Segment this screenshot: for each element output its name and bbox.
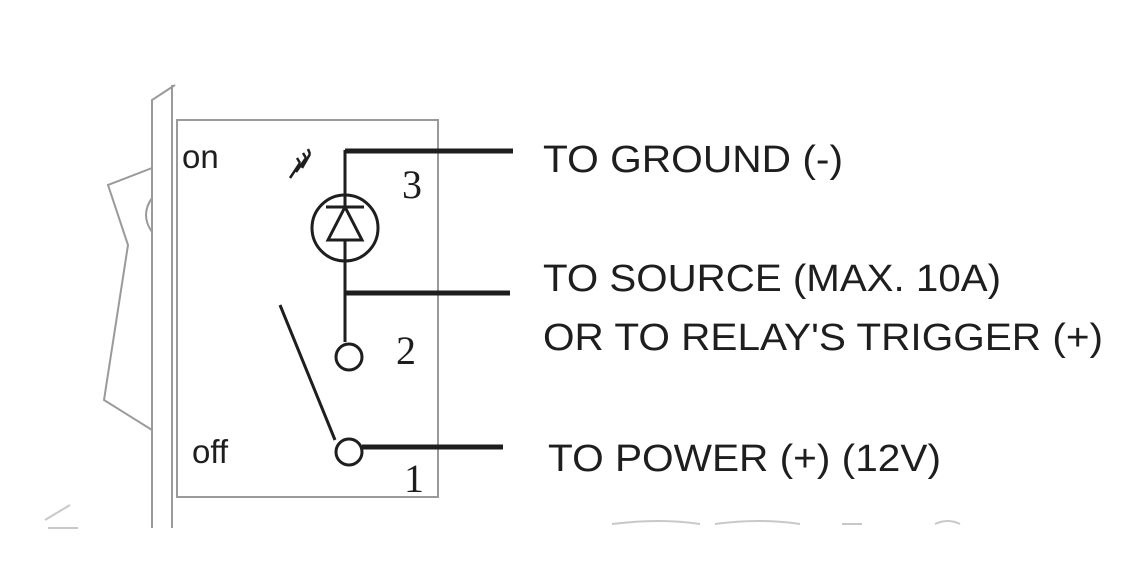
source-connection-label: TO SOURCE (MAX. 10A) bbox=[543, 258, 1001, 300]
power-connection-label: TO POWER (+) (12V) bbox=[548, 438, 941, 480]
terminal-2-icon bbox=[334, 342, 364, 372]
artifact-mark-3 bbox=[611, 520, 701, 525]
artifact-mark-6 bbox=[934, 520, 961, 525]
artifact-mark-4 bbox=[714, 520, 801, 525]
pin-1-number: 1 bbox=[404, 456, 424, 501]
housing-left-edge bbox=[151, 84, 176, 528]
rocker-profile bbox=[102, 167, 153, 431]
switch-lever bbox=[278, 304, 337, 441]
external-leads bbox=[345, 148, 513, 450]
terminal-1-icon bbox=[334, 437, 364, 467]
off-label: off bbox=[192, 433, 229, 470]
rocker-detent bbox=[145, 197, 153, 233]
light-rays-icon bbox=[288, 148, 312, 179]
pin-3-number: 3 bbox=[402, 162, 422, 207]
led-indicator bbox=[310, 193, 380, 263]
on-label: on bbox=[182, 138, 219, 175]
rocker-housing bbox=[102, 84, 176, 528]
internal-wiring bbox=[278, 150, 347, 441]
pin-2-number: 2 bbox=[396, 328, 416, 373]
ground-connection-label: TO GROUND (-) bbox=[543, 139, 843, 181]
artifact-mark-1 bbox=[44, 504, 71, 521]
faint-artifacts bbox=[44, 504, 961, 529]
switch-body-outline bbox=[176, 119, 439, 498]
diode-triangle-icon bbox=[325, 203, 365, 242]
relay-trigger-label: OR TO RELAY'S TRIGGER (+) bbox=[543, 317, 1103, 359]
